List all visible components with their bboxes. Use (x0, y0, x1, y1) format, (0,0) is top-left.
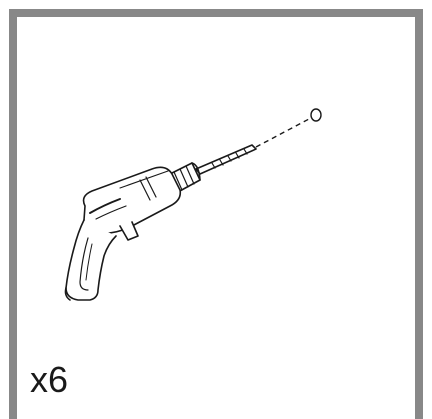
drill-handle (65, 219, 117, 301)
screw-hole-icon (310, 108, 322, 122)
drill-body-accent (89, 198, 121, 214)
card-border (9, 9, 423, 419)
drill-guide-line (255, 118, 310, 148)
quantity-label: x6 (30, 359, 69, 400)
drill-bit (195, 144, 257, 175)
power-drill-icon (64, 144, 257, 301)
drill-trigger (119, 221, 139, 241)
